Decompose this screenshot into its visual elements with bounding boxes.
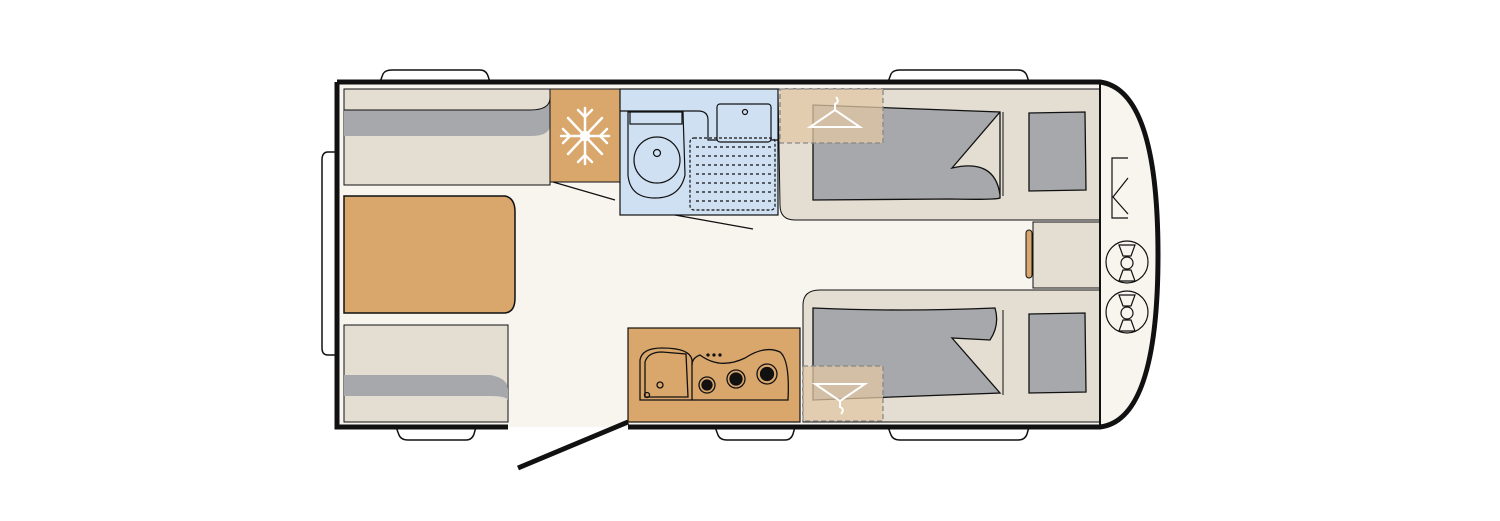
hanger-icon: [806, 96, 864, 128]
rear-seat-top: [343, 88, 551, 186]
door-swing-line: [552, 181, 616, 201]
outer-wall: [334, 79, 1161, 430]
hob-icon: [691, 348, 789, 401]
sink-icon: [639, 347, 693, 401]
toilet-icon: [627, 111, 686, 199]
door-swing-line: [674, 214, 754, 230]
seat-icon: [1105, 290, 1149, 334]
washroom: [619, 88, 779, 216]
dinette-table: [343, 195, 516, 314]
shower-tray: [689, 137, 776, 211]
kitchen-unit: [627, 327, 801, 423]
snowflake-icon: [559, 106, 611, 166]
front-locker: [1111, 157, 1129, 219]
windows: [321, 69, 1031, 441]
wardrobe-top: [779, 88, 884, 144]
wardrobe-bottom: [802, 365, 884, 422]
rear-seat-bottom: [343, 324, 509, 423]
entrance-door: [517, 419, 629, 471]
fridge: [549, 88, 621, 183]
front-cabinet: [1025, 221, 1101, 289]
sink-icon: [716, 103, 772, 143]
hanger-icon: [811, 383, 869, 415]
seat-icon: [1105, 240, 1149, 284]
